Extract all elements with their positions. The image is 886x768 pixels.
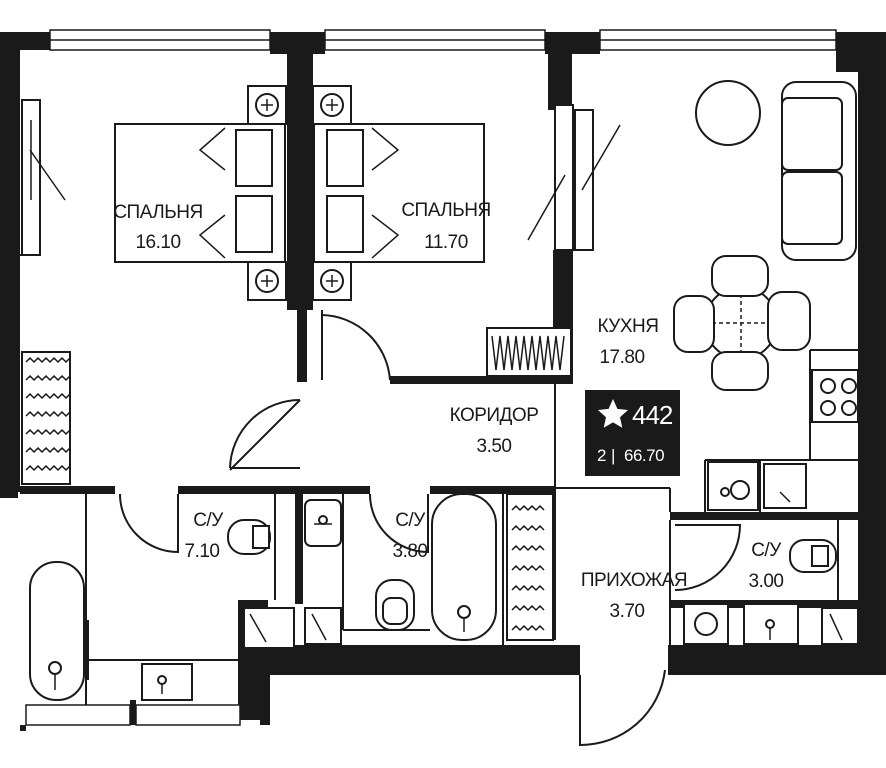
bath3-area: 3.00 (749, 571, 784, 592)
bedroom2-area: 11.70 (424, 232, 468, 253)
badge-separator: | (611, 446, 615, 465)
corridor-name: КОРИДОР (450, 405, 539, 426)
star-icon (598, 399, 628, 428)
bath3-name: С/У (751, 540, 782, 561)
badge-rooms: 2 (597, 446, 606, 465)
bath1-name: С/У (193, 510, 224, 531)
hall-name: ПРИХОЖАЯ (581, 570, 687, 591)
bed-left (114, 85, 287, 301)
doors (119, 310, 742, 747)
badge-background (585, 390, 680, 476)
bedroom1-area: 16.10 (135, 232, 180, 253)
walls (0, 32, 886, 731)
corridor-area: 3.50 (477, 436, 512, 457)
radiators (21, 327, 572, 641)
partitions (20, 99, 858, 705)
badge-number: 442 (632, 400, 673, 430)
hall-area: 3.70 (610, 601, 645, 622)
bathroom-fixtures (29, 493, 859, 701)
kitchen-name: КУХНЯ (598, 316, 659, 337)
kitchen-area: 17.80 (599, 347, 644, 368)
bedroom2-name: СПАЛЬНЯ (401, 200, 490, 221)
bedroom1-name: СПАЛЬНЯ (113, 202, 202, 223)
badge-total-area: 66.70 (624, 446, 664, 465)
bath1-area: 7.10 (185, 541, 220, 562)
bed-right (312, 85, 485, 301)
bath2-name: С/У (395, 510, 426, 531)
kitchen-furniture (673, 80, 859, 511)
apartment-badge: 442 2 | 66.70 (585, 390, 680, 476)
windows (25, 29, 837, 726)
bath2-area: 3.80 (393, 541, 428, 562)
